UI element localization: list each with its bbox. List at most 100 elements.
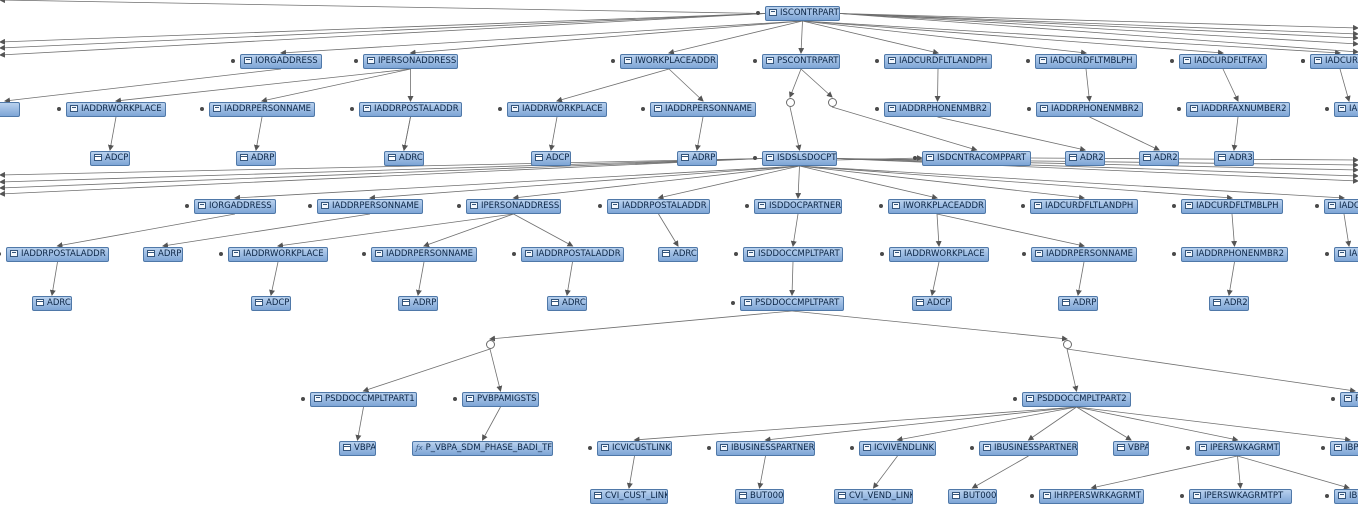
node-ibl_e[interactable]: IBU xyxy=(1334,489,1358,504)
expand-bullet[interactable] xyxy=(1180,494,1184,498)
expand-bullet[interactable] xyxy=(753,59,757,63)
node-adcp4[interactable]: ADCP xyxy=(912,296,952,311)
expand-bullet[interactable] xyxy=(350,107,354,111)
node-iacfc1[interactable]: IADCURD xyxy=(1310,54,1358,69)
expand-bullet[interactable] xyxy=(1325,107,1329,111)
union-joint[interactable] xyxy=(827,97,837,107)
node-iapn3[interactable]: IADDRPERSONNAME xyxy=(317,199,423,214)
node-iapn2[interactable]: IADDRPERSONNAME xyxy=(650,102,756,117)
node-iaph3[interactable]: IADDRPHONENMBR2 xyxy=(1181,247,1288,262)
node-pscon[interactable]: PSCONTRPART xyxy=(762,54,840,69)
node-icvic[interactable]: ICVICUSTLINK xyxy=(597,441,672,456)
node-iapn1[interactable]: IADDRPERSONNAME xyxy=(209,102,315,117)
expand-bullet[interactable] xyxy=(1172,204,1176,208)
expand-bullet[interactable] xyxy=(1331,397,1335,401)
expand-bullet[interactable] xyxy=(1321,446,1325,450)
expand-bullet[interactable] xyxy=(913,156,917,160)
node-adr2b[interactable]: ADR2 xyxy=(1139,151,1179,166)
expand-bullet[interactable] xyxy=(1170,59,1174,63)
node-cvicl[interactable]: CVI_CUST_LINK xyxy=(590,489,668,504)
node-adcp3[interactable]: ADCP xyxy=(251,296,291,311)
node-adr2a[interactable]: ADR2 xyxy=(1065,151,1105,166)
node-isddc[interactable]: ISDDOCCMPLTPART xyxy=(743,247,843,262)
node-iapn5[interactable]: IADDRPERSONNAME xyxy=(1031,247,1137,262)
expand-bullet[interactable] xyxy=(457,204,461,208)
node-vbpa2[interactable]: VBPA xyxy=(1113,441,1149,456)
union-joint[interactable] xyxy=(1062,339,1072,349)
node-adr2c[interactable]: ADR2 xyxy=(1209,296,1249,311)
node-iaw3[interactable]: IADDRWORKPLACE xyxy=(228,247,328,262)
expand-bullet[interactable] xyxy=(756,11,760,15)
expand-bullet[interactable] xyxy=(308,204,312,208)
node-adrp4[interactable]: ADRP xyxy=(398,296,438,311)
expand-bullet[interactable] xyxy=(354,59,358,63)
node-iacfl2[interactable]: IADCURDFLTLANDPH xyxy=(1030,199,1138,214)
node-ibp2[interactable]: IBUSINESSPARTNER xyxy=(979,441,1078,456)
node-ipsa1[interactable]: IPERSWKAGRMT1 xyxy=(1195,441,1280,456)
node-pvbpa[interactable]: PVBPAMIGSTS xyxy=(462,392,539,407)
node-adrp5[interactable]: ADRP xyxy=(1058,296,1098,311)
expand-bullet[interactable] xyxy=(1022,252,1026,256)
node-psddc2[interactable]: PSDDOCCMPLTPART2 xyxy=(1022,392,1131,407)
node-iwork1[interactable]: IWORKPLACEADDR xyxy=(620,54,718,69)
node-iafx1[interactable]: IADDRFAXNUMBER2 xyxy=(1186,102,1290,117)
expand-bullet[interactable] xyxy=(875,107,879,111)
node-iacfl1[interactable]: IADCURDFLTLANDPH xyxy=(884,54,992,69)
node-adrc2[interactable]: ADRC xyxy=(658,247,698,262)
node-iaph1[interactable]: IADDRPHONENMBR2 xyxy=(884,102,991,117)
node-but2[interactable]: BUT000 xyxy=(948,489,997,504)
node-isdsl[interactable]: ISDSLSDOCPT xyxy=(762,151,837,166)
node-iadc_e2[interactable]: IADC xyxy=(1324,199,1358,214)
node-iacfm1[interactable]: IADCURDFLTMBLPH xyxy=(1035,54,1137,69)
node-iapa3[interactable]: IADDRPOSTALADDR xyxy=(6,247,109,262)
expand-bullet[interactable] xyxy=(598,204,602,208)
node-adrc3[interactable]: ADRC xyxy=(32,296,72,311)
union-joint[interactable] xyxy=(785,97,795,107)
node-ihrps[interactable]: IHRPERSWRKAGRMT xyxy=(1039,489,1144,504)
expand-bullet[interactable] xyxy=(734,252,738,256)
expand-bullet[interactable] xyxy=(1301,59,1305,63)
node-adrp3[interactable]: ADRP xyxy=(143,247,183,262)
node-iad_e2[interactable]: IAD xyxy=(1334,247,1358,262)
expand-bullet[interactable] xyxy=(641,107,645,111)
node-r_edge[interactable]: R xyxy=(0,102,20,117)
node-iorg1[interactable]: IORGADDRESS xyxy=(240,54,322,69)
node-p_e[interactable]: P xyxy=(1340,392,1358,407)
node-root[interactable]: ISCONTRPART xyxy=(765,6,840,21)
expand-bullet[interactable] xyxy=(301,397,305,401)
node-cvivl[interactable]: CVI_VEND_LINK xyxy=(834,489,913,504)
node-iwork2[interactable]: IWORKPLACEADDR xyxy=(888,199,986,214)
node-iaw1[interactable]: IADDRWORKPLACE xyxy=(66,102,166,117)
expand-bullet[interactable] xyxy=(1027,107,1031,111)
expand-bullet[interactable] xyxy=(1177,107,1181,111)
expand-bullet[interactable] xyxy=(1315,204,1319,208)
node-adrp1[interactable]: ADRP xyxy=(236,151,276,166)
expand-bullet[interactable] xyxy=(219,252,223,256)
expand-bullet[interactable] xyxy=(453,397,457,401)
expand-bullet[interactable] xyxy=(611,59,615,63)
expand-bullet[interactable] xyxy=(498,107,502,111)
node-iapn4[interactable]: IADDRPERSONNAME xyxy=(371,247,477,262)
node-ipswt[interactable]: IPERSWKAGRMTPT xyxy=(1189,489,1292,504)
expand-bullet[interactable] xyxy=(185,204,189,208)
node-psddc1[interactable]: PSDDOCCMPLTPART1 xyxy=(310,392,417,407)
expand-bullet[interactable] xyxy=(731,301,735,305)
node-vbpa1[interactable]: VBPA xyxy=(339,441,376,456)
node-iaw4[interactable]: IADDRWORKPLACE xyxy=(889,247,989,262)
expand-bullet[interactable] xyxy=(231,59,235,63)
node-ipers1[interactable]: IPERSONADDRESS xyxy=(363,54,458,69)
expand-bullet[interactable] xyxy=(880,252,884,256)
expand-bullet[interactable] xyxy=(1030,494,1034,498)
expand-bullet[interactable] xyxy=(57,107,61,111)
expand-bullet[interactable] xyxy=(1021,204,1025,208)
node-ipers2[interactable]: IPERSONADDRESS xyxy=(466,199,561,214)
expand-bullet[interactable] xyxy=(850,446,854,450)
node-isddp[interactable]: ISDDOCPARTNER xyxy=(754,199,842,214)
expand-bullet[interactable] xyxy=(875,59,879,63)
node-adrp2[interactable]: ADRP xyxy=(677,151,717,166)
expand-bullet[interactable] xyxy=(1172,252,1176,256)
expand-bullet[interactable] xyxy=(1013,397,1017,401)
node-adcp1[interactable]: ADCP xyxy=(90,151,130,166)
